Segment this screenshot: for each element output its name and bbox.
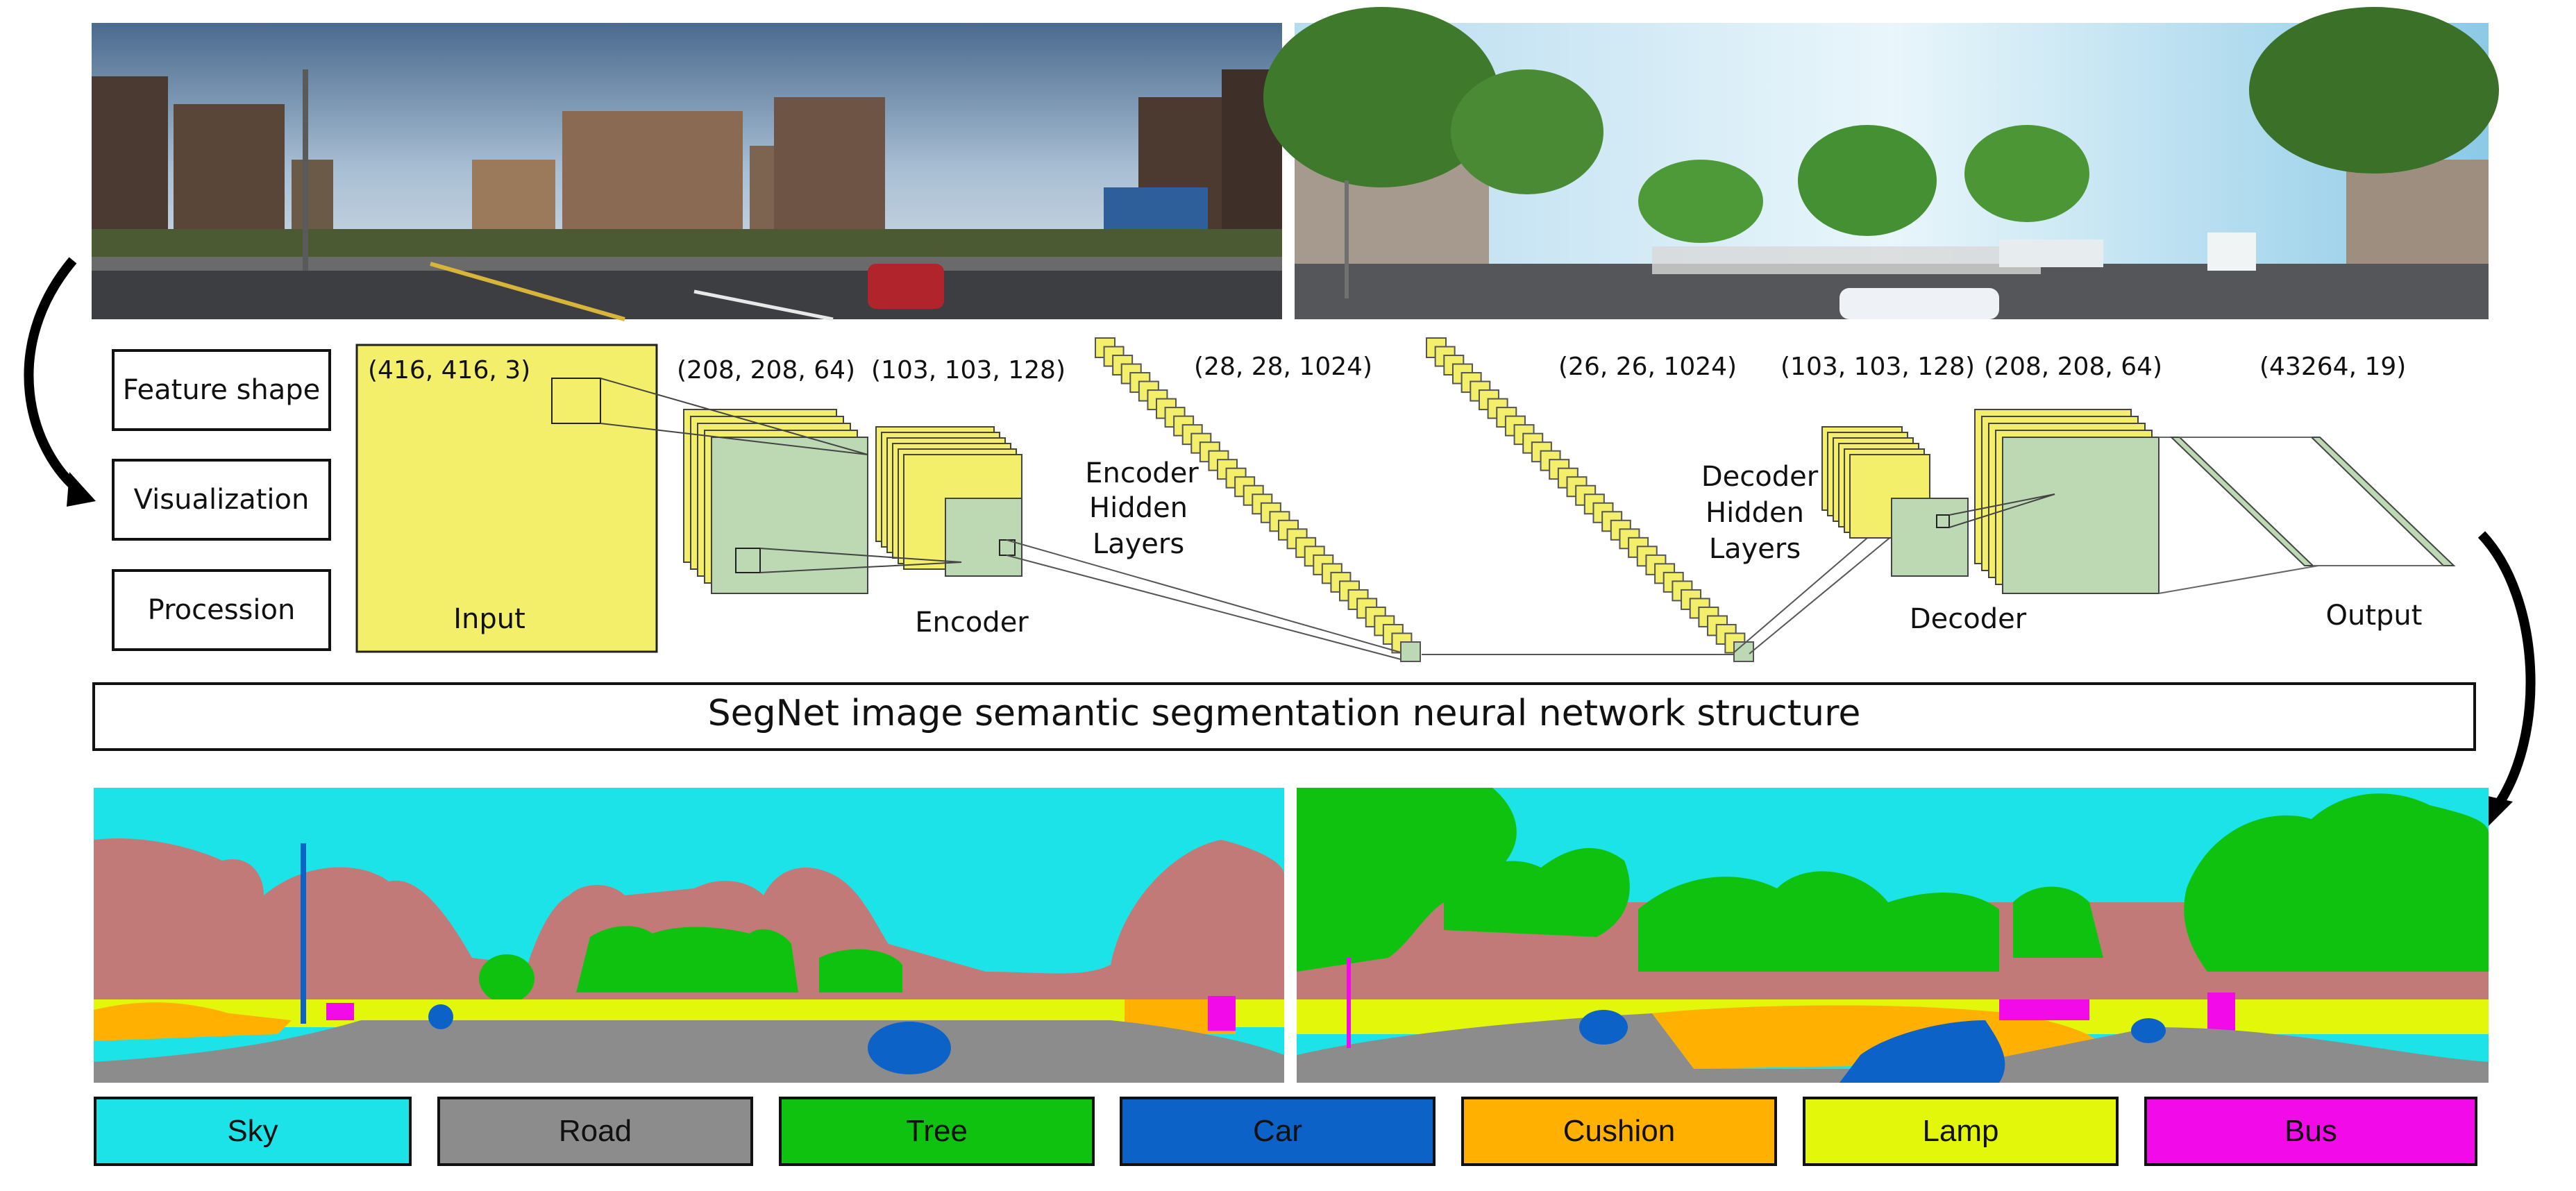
legend-lamp: Lamp: [1803, 1097, 2119, 1166]
shape-dec2: (103, 103, 128): [1781, 353, 1975, 381]
legend-label-bus: Bus: [2284, 1114, 2337, 1148]
label-decoder-hidden-2: Hidden: [1706, 497, 1804, 529]
photo-left: [92, 23, 1282, 321]
segmentation-right: [1297, 788, 2489, 1083]
legend-car: Car: [1120, 1097, 1436, 1166]
label-decoder-hidden-3: Layers: [1709, 533, 1801, 565]
label-decoder: Decoder: [1910, 603, 2027, 635]
label-input: Input: [453, 603, 525, 635]
decoder-stack-1: [1936, 409, 2160, 594]
row-label-visualization: Visualization: [134, 484, 310, 516]
input-block: [355, 344, 658, 653]
legend-road: Road: [437, 1097, 753, 1166]
row-label-procession: Procession: [148, 594, 296, 626]
legend-label-tree: Tree: [906, 1114, 968, 1148]
label-decoder-hidden-1: Decoder: [1701, 461, 1819, 493]
legend-sky: Sky: [94, 1097, 412, 1166]
encoder-stack-2: [875, 426, 1022, 577]
row-label-feature-shape: Feature shape: [123, 374, 321, 406]
arrow-photo-to-network: [24, 257, 85, 497]
segmentation-left: [94, 788, 1284, 1083]
legend-label-cushion: Cushion: [1563, 1114, 1676, 1148]
encoder-hidden-layer: [1400, 641, 1421, 662]
shape-enc1: (208, 208, 64): [677, 356, 855, 385]
legend-bus: Bus: [2144, 1097, 2477, 1166]
label-output: Output: [2326, 600, 2423, 632]
legend-label-sky: Sky: [227, 1114, 278, 1148]
photo-right: [1263, 7, 2499, 319]
legend-label-lamp: Lamp: [1922, 1114, 1999, 1148]
shape-enc2: (103, 103, 128): [871, 356, 1066, 385]
diagram-title: SegNet image semantic segmentation neura…: [708, 693, 1861, 734]
network-diagram: (416, 416, 3) Input (208, 208, 64): [355, 337, 2456, 662]
label-encoder: Encoder: [915, 607, 1029, 639]
output-block: [2158, 437, 2456, 594]
shape-dec1: (208, 208, 64): [1984, 353, 2162, 381]
label-encoder-hidden-1: Encoder: [1085, 457, 1199, 489]
row-labels: Feature shape Visualization Procession: [112, 349, 331, 651]
legend-label-road: Road: [558, 1114, 632, 1148]
shape-dec-hidden: (26, 26, 1024): [1558, 353, 1737, 381]
legend-label-car: Car: [1253, 1114, 1302, 1148]
shape-input: (416, 416, 3): [368, 356, 530, 385]
legend-tree: Tree: [779, 1097, 1095, 1166]
title-box: [92, 682, 2476, 751]
encoder-hidden-stack: [1095, 337, 1421, 662]
encoder-stack-1: [683, 409, 868, 594]
shape-enc-hidden: (28, 28, 1024): [1194, 353, 1372, 381]
decoder-hidden-layer: [1733, 641, 1754, 662]
legend-cushion: Cushion: [1461, 1097, 1777, 1166]
arrow-network-to-segmentation: [2477, 531, 2536, 812]
label-encoder-hidden-3: Layers: [1093, 528, 1184, 560]
decoder-stack-2: [1821, 426, 1969, 577]
decoder-hidden-stack: [1426, 337, 1754, 662]
label-encoder-hidden-2: Hidden: [1089, 492, 1188, 524]
shape-output: (43264, 19): [2259, 353, 2406, 381]
